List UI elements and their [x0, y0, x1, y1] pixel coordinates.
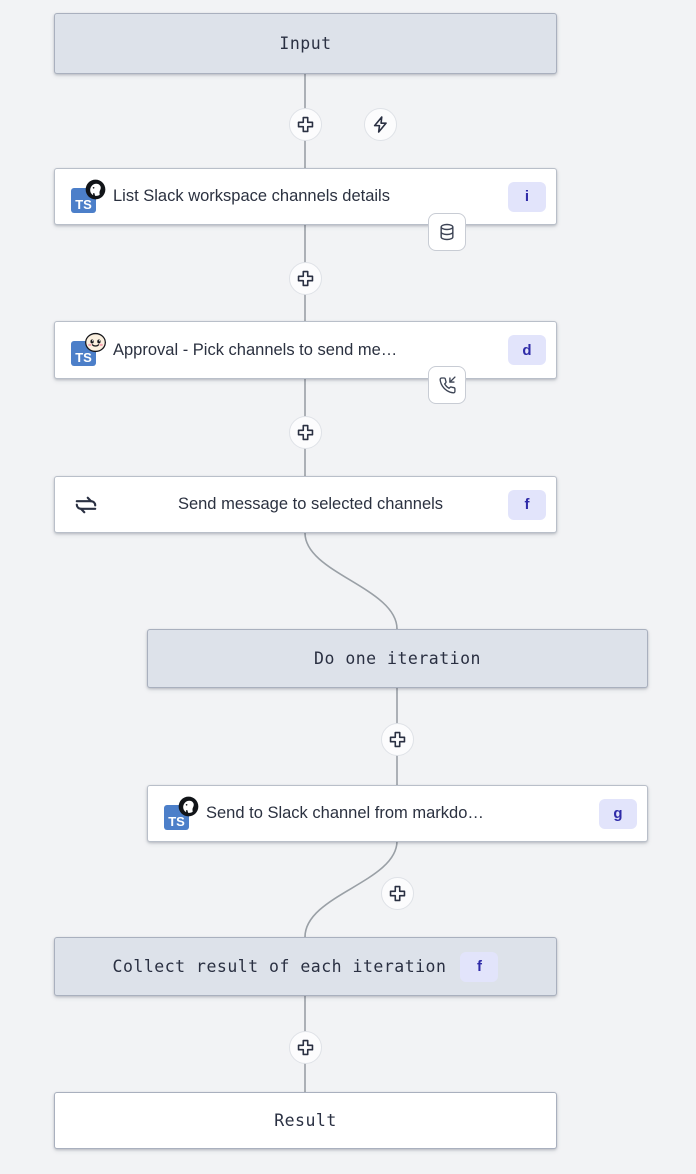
node-list-slack-workspace-channels[interactable]: TS List Slack workspace channels details…	[54, 168, 557, 225]
database-chip-button[interactable]	[428, 213, 466, 251]
node-send-message-to-selected-channels[interactable]: Send message to selected channels f	[54, 476, 557, 533]
node-label: Send message to selected channels	[177, 495, 444, 513]
node-id-badge[interactable]: i	[508, 181, 546, 212]
node-id-badge[interactable]: f	[460, 951, 499, 982]
add-step-button-after-input[interactable]	[289, 108, 322, 141]
plus-icon	[297, 116, 314, 133]
typescript-deno-icon: TS	[162, 796, 199, 832]
database-icon	[440, 223, 454, 241]
node-result-label: Result	[274, 1111, 337, 1130]
plus-icon	[389, 731, 406, 748]
node-input-label: Input	[279, 34, 332, 53]
bun-icon	[85, 332, 106, 353]
edge-floop-to-iteration	[304, 532, 398, 630]
node-do-one-iteration[interactable]: Do one iteration	[147, 629, 648, 688]
node-approval-pick-channels[interactable]: TS Approval - Pick channels to send me… …	[54, 321, 557, 379]
add-step-button-inside-iteration[interactable]	[381, 723, 414, 756]
node-result[interactable]: Result	[54, 1092, 557, 1149]
add-trigger-button[interactable]	[364, 108, 397, 141]
add-step-button-after-d[interactable]	[289, 416, 322, 449]
plus-icon	[389, 885, 406, 902]
approval-chip-button[interactable]	[428, 366, 466, 404]
node-label: List Slack workspace channels details	[113, 187, 390, 205]
node-label: Approval - Pick channels to send me…	[113, 340, 398, 359]
add-step-button-after-g[interactable]	[381, 877, 414, 910]
node-collect-result-of-each-iteration[interactable]: Collect result of each iteration f	[54, 937, 557, 996]
node-label: Send to Slack channel from markdo…	[206, 804, 484, 822]
node-id-badge[interactable]: g	[599, 798, 637, 829]
typescript-deno-icon: TS	[69, 179, 106, 215]
plus-icon	[297, 424, 314, 441]
typescript-bun-icon: TS	[69, 332, 106, 368]
node-id-badge[interactable]: f	[508, 489, 546, 520]
repeat-icon	[75, 496, 97, 513]
node-iteration-label: Do one iteration	[314, 649, 481, 668]
plus-icon	[297, 270, 314, 287]
node-input[interactable]: Input	[54, 13, 557, 74]
deno-icon	[85, 179, 106, 200]
add-step-button-before-result[interactable]	[289, 1031, 322, 1064]
node-send-to-slack-channel-from-markdown[interactable]: TS Send to Slack channel from markdo… g	[147, 785, 648, 842]
node-collect-label: Collect result of each iteration	[112, 957, 447, 976]
node-id-badge[interactable]: d	[508, 335, 546, 365]
plus-icon	[297, 1039, 314, 1056]
deno-icon	[178, 796, 199, 817]
lightning-icon	[373, 116, 387, 133]
phone-incoming-icon	[439, 376, 456, 394]
repeat-icon-wrap	[69, 488, 103, 522]
add-step-button-after-i[interactable]	[289, 262, 322, 295]
